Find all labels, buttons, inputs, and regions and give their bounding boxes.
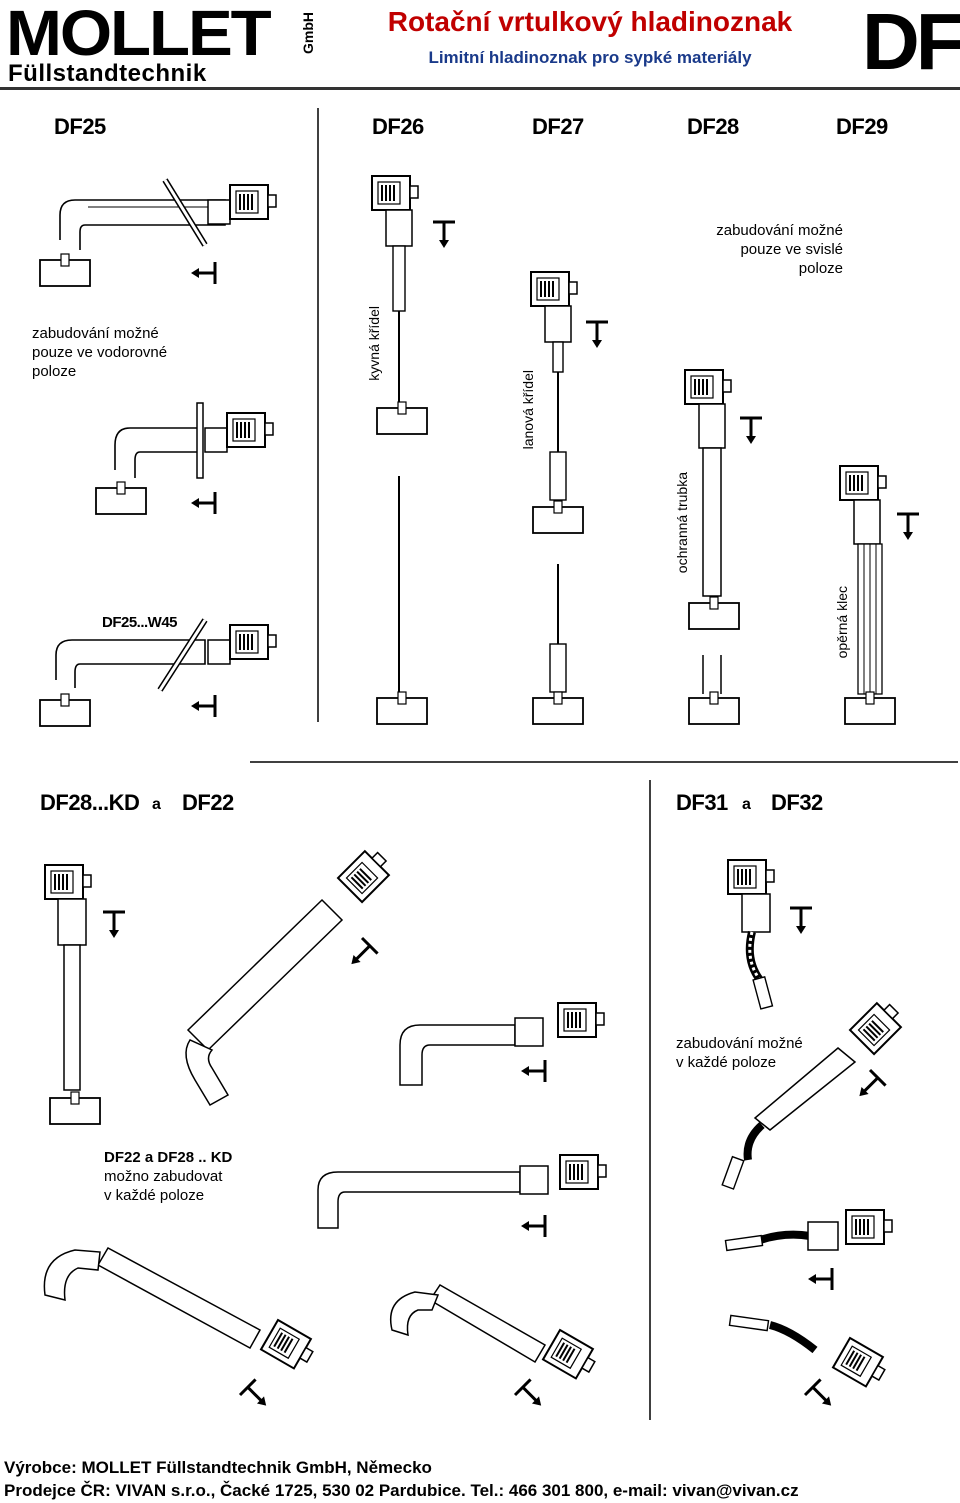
logo-mollet: MOLLET bbox=[6, 0, 272, 69]
model-df28-kd: DF28...KD bbox=[40, 790, 140, 815]
model-df22: DF22 bbox=[182, 790, 234, 815]
footer-dealer: Prodejce ČR: VIVAN s.r.o., Čacké 1725, 5… bbox=[4, 1481, 799, 1500]
model-df28: DF28 bbox=[687, 114, 739, 139]
note-any-position-left: DF22 a DF28 .. KD možno zabudovat v každ… bbox=[104, 1148, 324, 1205]
model-df25-w45: DF25...W45 bbox=[102, 614, 178, 631]
conj-a-right: a bbox=[742, 796, 751, 813]
label-operna-klec: opěrná klec bbox=[834, 586, 850, 659]
model-df25: DF25 bbox=[54, 114, 106, 139]
model-df29: DF29 bbox=[836, 114, 888, 139]
model-df31: DF31 bbox=[676, 790, 728, 815]
note-any-position-right: zabudování možné v každé poloze bbox=[676, 1035, 803, 1071]
page-subtitle: Limitní hladinoznak pro sypké materiály bbox=[428, 48, 752, 67]
conj-a-left: a bbox=[152, 796, 161, 813]
label-kyvna-kridel: kyvná křídel bbox=[366, 306, 382, 381]
model-df26: DF26 bbox=[372, 114, 424, 139]
df-logo: DF bbox=[862, 0, 960, 86]
note-any-line3: v každé poloze bbox=[104, 1187, 205, 1204]
header-rule bbox=[0, 87, 960, 90]
note-vertical-only: zabudování možné pouze ve svislé poloze bbox=[716, 222, 843, 277]
note-horizontal-only: zabudování možné pouze ve vodorovné polo… bbox=[32, 325, 168, 380]
logo-subtitle: Füllstandtechnik bbox=[8, 60, 207, 87]
footer-manufacturer: Výrobce: MOLLET Füllstandtechnik GmbH, N… bbox=[4, 1458, 432, 1477]
label-lanova-kridel: lanová křídel bbox=[520, 370, 536, 450]
model-df32: DF32 bbox=[771, 790, 823, 815]
note-any-line2: možno zabudovat bbox=[104, 1168, 223, 1185]
model-df27: DF27 bbox=[532, 114, 584, 139]
label-ochranna-trubka: ochranná trubka bbox=[674, 472, 690, 574]
page-title: Rotační vrtulkový hladinoznak bbox=[387, 6, 793, 37]
note-any-line1: DF22 a DF28 .. KD bbox=[104, 1149, 233, 1166]
